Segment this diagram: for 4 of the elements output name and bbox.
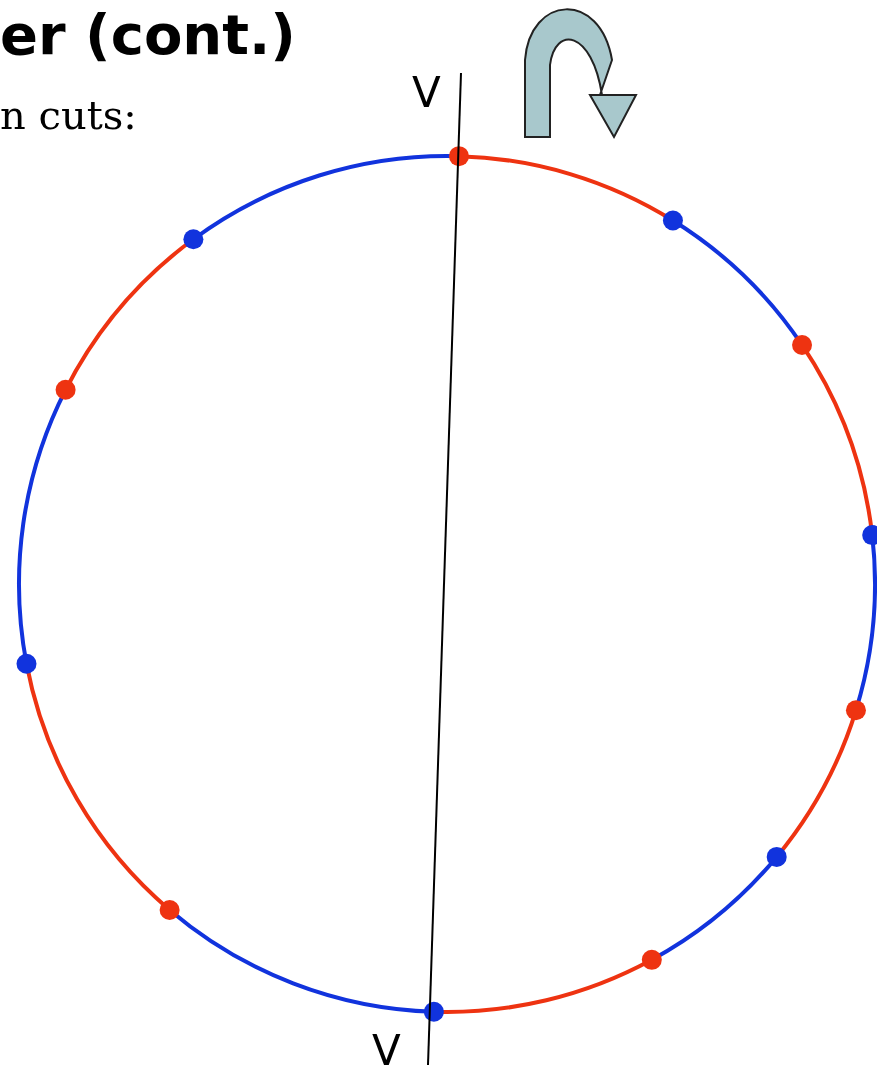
body-text: n cuts: [0,92,137,138]
vertex-label: V [372,1026,401,1075]
slide-title: er (cont.) [0,2,296,67]
vertex-label: V [412,68,441,117]
